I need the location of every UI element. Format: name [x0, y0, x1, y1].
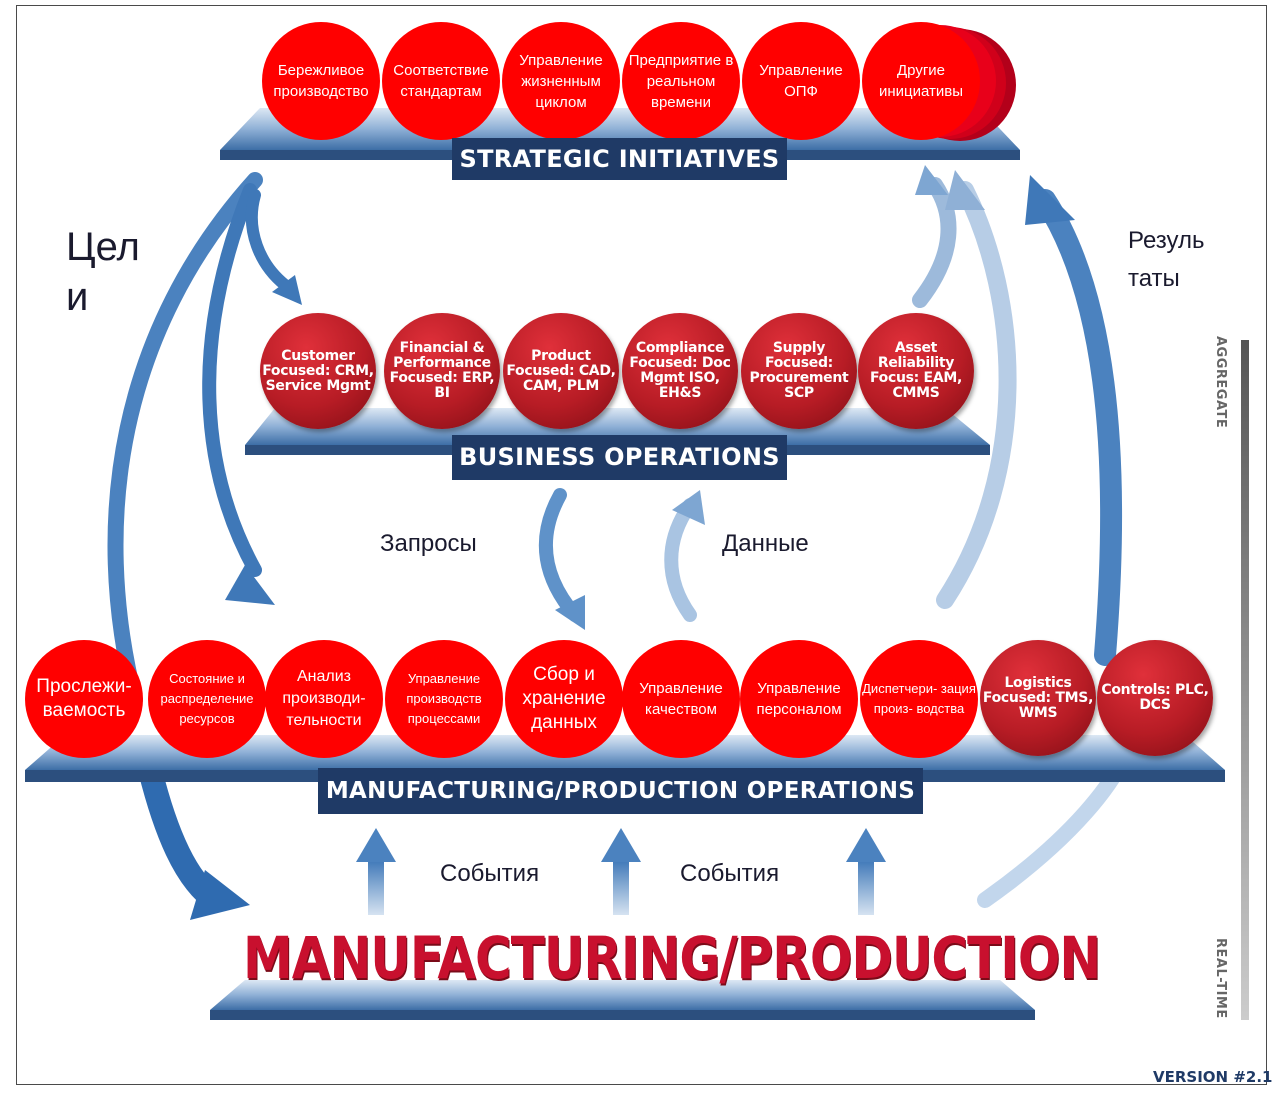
business-compliance: Compliance Focused: Doc Mgmt ISO, EH&S: [622, 313, 738, 429]
event-arrow-head-3: [846, 828, 886, 862]
requests-arrowhead: [555, 595, 585, 630]
requests-label: Запросы: [380, 530, 477, 557]
production-platform: [210, 980, 1035, 1020]
real-time-label: REAL-TIME: [1213, 938, 1228, 1019]
data-label: Данные: [722, 530, 809, 557]
results-arrowhead-inner: [915, 165, 948, 195]
initiative-assets: Управление ОПФ: [742, 22, 860, 140]
goals-arrow-inner: [245, 189, 291, 291]
business-supply: Supply Focused: Procurement SCP: [741, 313, 857, 429]
results-arrow-inner: [912, 177, 957, 308]
events-label-2: События: [680, 860, 780, 887]
mfg-personnel: Управление персоналом: [740, 640, 858, 758]
event-arrow-shaft-2: [613, 860, 629, 915]
results-arrowhead-mid: [945, 170, 985, 210]
goals-arrowhead-business: [272, 275, 302, 305]
event-arrow-head-1: [356, 828, 396, 862]
arrow-heads: [190, 165, 1075, 920]
manufacturing-operations-label: MANUFACTURING/PRODUCTION OPERATIONS: [318, 768, 923, 814]
version-label: VERSION #2.1: [1153, 1068, 1272, 1086]
mfg-traceability: Прослежи- ваемость: [25, 640, 143, 758]
mfg-dispatching: Диспетчери- зация произ- водства: [860, 640, 978, 758]
goals-arrow-mid: [202, 183, 262, 577]
manufacturing-production-title: MANUFACTURING/PRODUCTION: [243, 925, 1101, 992]
event-arrow-shaft-3: [858, 860, 874, 915]
event-arrows: [356, 828, 886, 915]
results-arrow-outer: [1034, 189, 1123, 666]
goals-arrowhead-production: [190, 870, 250, 920]
initiative-lean: Бережливое производство: [262, 22, 380, 140]
goals-arrowhead-ops: [225, 565, 275, 605]
business-operations-label: BUSINESS OPERATIONS: [452, 435, 787, 480]
mfg-controls: Controls: PLC, DCS: [1097, 640, 1213, 756]
goals-arrows: [107, 172, 1138, 912]
business-customer: Customer Focused: CRM, Service Mgmt: [260, 313, 376, 429]
events-label-1: События: [440, 860, 540, 887]
mfg-resources: Состояние и распределение ресурсов: [148, 640, 266, 758]
mfg-process: Управление производств процессами: [385, 640, 503, 758]
initiative-lifecycle: Управление жизненным циклом: [502, 22, 620, 140]
data-arrowhead: [672, 490, 705, 525]
data-arrow: [664, 498, 697, 622]
requests-arrow: [538, 488, 582, 622]
initiative-other: Другие инициативы: [862, 22, 980, 140]
mfg-logistics: Logistics Focused: TMS, WMS: [980, 640, 1096, 756]
results-label: Резуль таты: [1128, 227, 1205, 292]
aggregate-label: AGGREGATE: [1213, 336, 1228, 429]
strategic-initiatives-label: STRATEGIC INITIATIVES: [452, 138, 787, 180]
goals-arrow-outer: [107, 172, 263, 708]
initiative-realtime: Предприятие в реальном времени: [622, 22, 740, 140]
event-arrow-shaft-1: [368, 860, 384, 915]
event-arrow-head-2: [601, 828, 641, 862]
results-arrowhead-outer: [1025, 175, 1075, 225]
results-arrow-mid: [936, 181, 1017, 609]
mfg-quality: Управление качеством: [622, 640, 740, 758]
mfg-data-collection: Сбор и хранение данных: [505, 640, 623, 758]
business-asset: Asset Reliability Focus: EAM, CMMS: [858, 313, 974, 429]
goals-label: Цел и: [66, 225, 140, 319]
initiative-compliance: Соответствие стандартам: [382, 22, 500, 140]
mfg-performance: Анализ производи- тельности: [265, 640, 383, 758]
business-financial: Financial & Performance Focused: ERP, BI: [384, 313, 500, 429]
scale-bar: [1241, 340, 1249, 1020]
business-product: Product Focused: CAD, CAM, PLM: [503, 313, 619, 429]
